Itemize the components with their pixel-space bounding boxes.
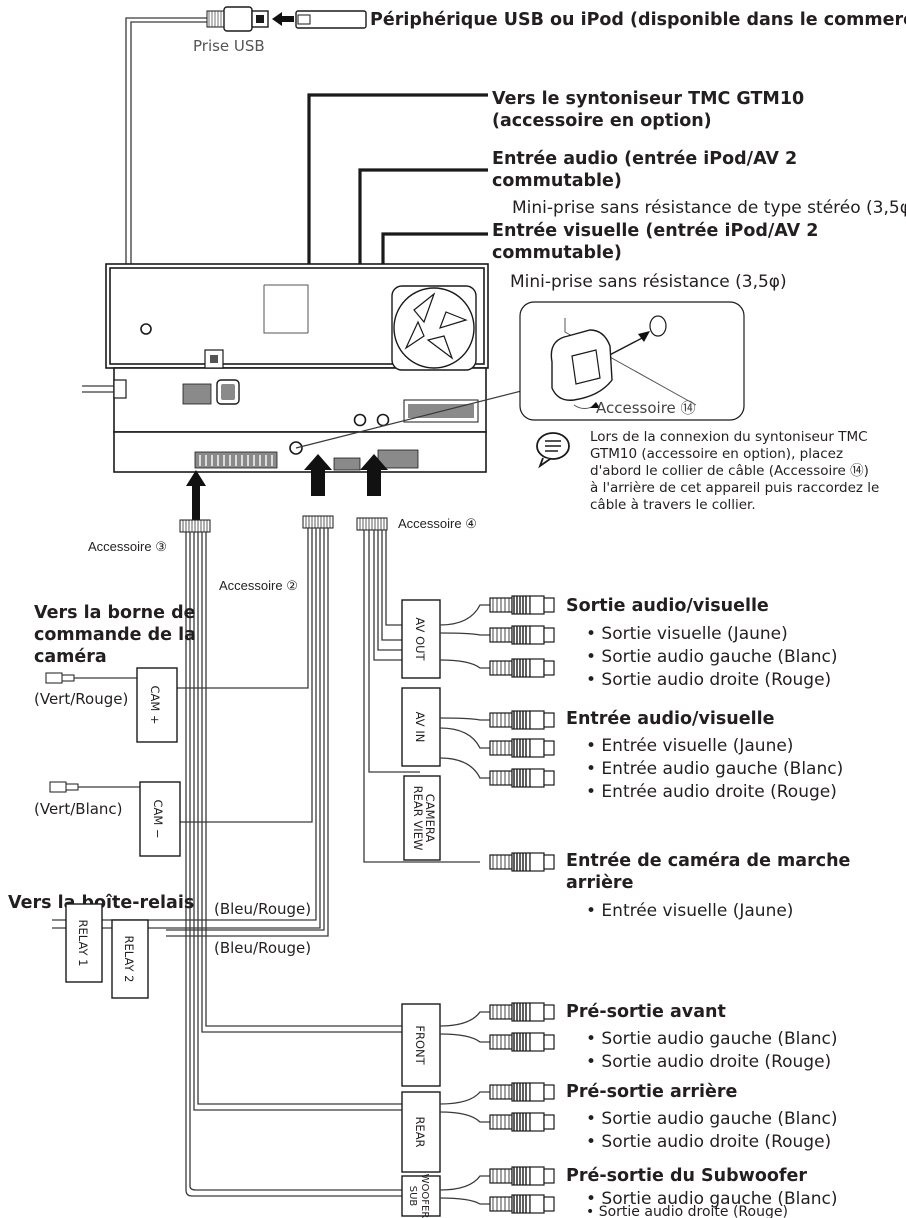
sub-box-1: SUB <box>407 1186 418 1207</box>
relay-boxes: RELAY 1 RELAY 2 <box>65 903 149 999</box>
rca-plugs <box>439 595 555 1214</box>
front-box: FRONT <box>413 1025 427 1065</box>
video-in-title-1: Entrée visuelle (entrée iPod/AV 2 <box>492 221 818 241</box>
accessory-2-label: Accessoire ② <box>219 578 298 593</box>
front-item-1: • Sortie audio gauche (Blanc) <box>586 1029 838 1049</box>
harness-connectors <box>179 515 388 533</box>
camera-title-2: commande de la <box>34 625 196 645</box>
head-unit <box>82 263 546 473</box>
audio-in-title-1: Entrée audio (entrée iPod/AV 2 <box>492 149 797 169</box>
tmc-title-2: (accessoire en option) <box>492 111 712 131</box>
usb-port-label: Prise USB <box>193 37 265 55</box>
audio-in-note: Mini-prise sans résistance de type stéré… <box>512 198 906 218</box>
sub-item-1: • Sortie audio gauche (Blanc) <box>586 1189 838 1209</box>
clamp-accessory-label: Accessoire ⑭ <box>596 399 696 417</box>
clamp-note-line-3: d'abord le collier de câble (Accessoire … <box>590 463 869 479</box>
rear-title: Pré-sortie arrière <box>566 1082 738 1102</box>
rear-view-box-2: CAMERA <box>423 794 437 843</box>
relay-title: Vers la boîte-relais <box>8 893 194 913</box>
cam-plus-terminal: CAM + <box>45 667 178 743</box>
front-title: Pré-sortie avant <box>566 1002 726 1022</box>
camera-in-item-1: • Entrée visuelle (Jaune) <box>586 901 793 921</box>
relay-1-box: RELAY 1 <box>76 920 90 967</box>
usb-device-label: Périphérique USB ou iPod (disponible dan… <box>370 10 906 30</box>
cam-plus-box: CAM + <box>148 685 162 724</box>
out-av-item-1: • Sortie visuelle (Jaune) <box>586 624 788 644</box>
cam-minus-box: CAM − <box>151 799 165 838</box>
connection-arrows <box>186 454 388 520</box>
in-av-item-1: • Entrée visuelle (Jaune) <box>586 736 793 756</box>
audio-in-title-2: commutable) <box>492 171 622 191</box>
rear-view-box-1: REAR VIEW <box>411 786 425 851</box>
front-item-2: • Sortie audio droite (Rouge) <box>586 1052 831 1072</box>
relay-wire-1-color: (Bleu/Rouge) <box>214 900 311 918</box>
clamp-note-line-4: à l'arrière de cet appareil puis raccord… <box>590 480 879 496</box>
clamp-note-line-5: câble à travers le collier. <box>590 497 756 513</box>
av-in-box: AV IN <box>413 712 427 743</box>
cam-minus-terminal: CAM − <box>49 781 181 857</box>
left-harness-wires <box>185 532 408 1197</box>
sub-item-2: • Sortie audio droite (Rouge) <box>586 1204 788 1218</box>
in-av-item-2: • Entrée audio gauche (Blanc) <box>586 759 843 779</box>
harness-label-boxes: AV OUT AV IN REAR VIEW CAMERA FRONT REAR… <box>401 599 441 1218</box>
in-av-title: Entrée audio/visuelle <box>566 709 775 729</box>
cam-minus-color: (Vert/Blanc) <box>34 800 123 818</box>
relay-2-box: RELAY 2 <box>122 936 136 983</box>
clamp-note-line-1: Lors de la connexion du syntoniseur TMC <box>590 429 868 445</box>
out-av-title: Sortie audio/visuelle <box>566 596 769 616</box>
accessory-3-label: Accessoire ③ <box>88 539 167 554</box>
usb-cable <box>115 6 367 359</box>
av-out-box: AV OUT <box>413 617 427 661</box>
video-in-title-2: commutable) <box>492 243 622 263</box>
out-av-item-3: • Sortie audio droite (Rouge) <box>586 670 831 690</box>
camera-in-title-1: Entrée de caméra de marche <box>566 851 851 871</box>
relay-wire-2-color: (Bleu/Rouge) <box>214 939 311 957</box>
sub-box-2: WOOFER <box>419 1174 430 1218</box>
clamp-note-line-2: GTM10 (accessoire en option), placez <box>590 446 843 462</box>
note-icon <box>536 432 570 469</box>
rear-item-2: • Sortie audio droite (Rouge) <box>586 1132 831 1152</box>
sub-title: Pré-sortie du Subwoofer <box>566 1166 807 1186</box>
video-in-note: Mini-prise sans résistance (3,5φ) <box>510 272 787 292</box>
rear-box: REAR <box>413 1116 427 1147</box>
camera-title-3: caméra <box>34 647 107 667</box>
clamp-inset <box>519 301 745 421</box>
camera-in-title-2: arrière <box>566 873 634 893</box>
out-av-item-2: • Sortie audio gauche (Blanc) <box>586 647 838 667</box>
rear-item-1: • Sortie audio gauche (Blanc) <box>586 1109 838 1129</box>
in-av-item-3: • Entrée audio droite (Rouge) <box>586 782 837 802</box>
accessory-4-label: Accessoire ④ <box>398 516 477 531</box>
tmc-title-1: Vers le syntoniseur TMC GTM10 <box>492 89 804 109</box>
cam-plus-color: (Vert/Rouge) <box>34 690 128 708</box>
camera-title-1: Vers la borne de <box>34 603 196 623</box>
